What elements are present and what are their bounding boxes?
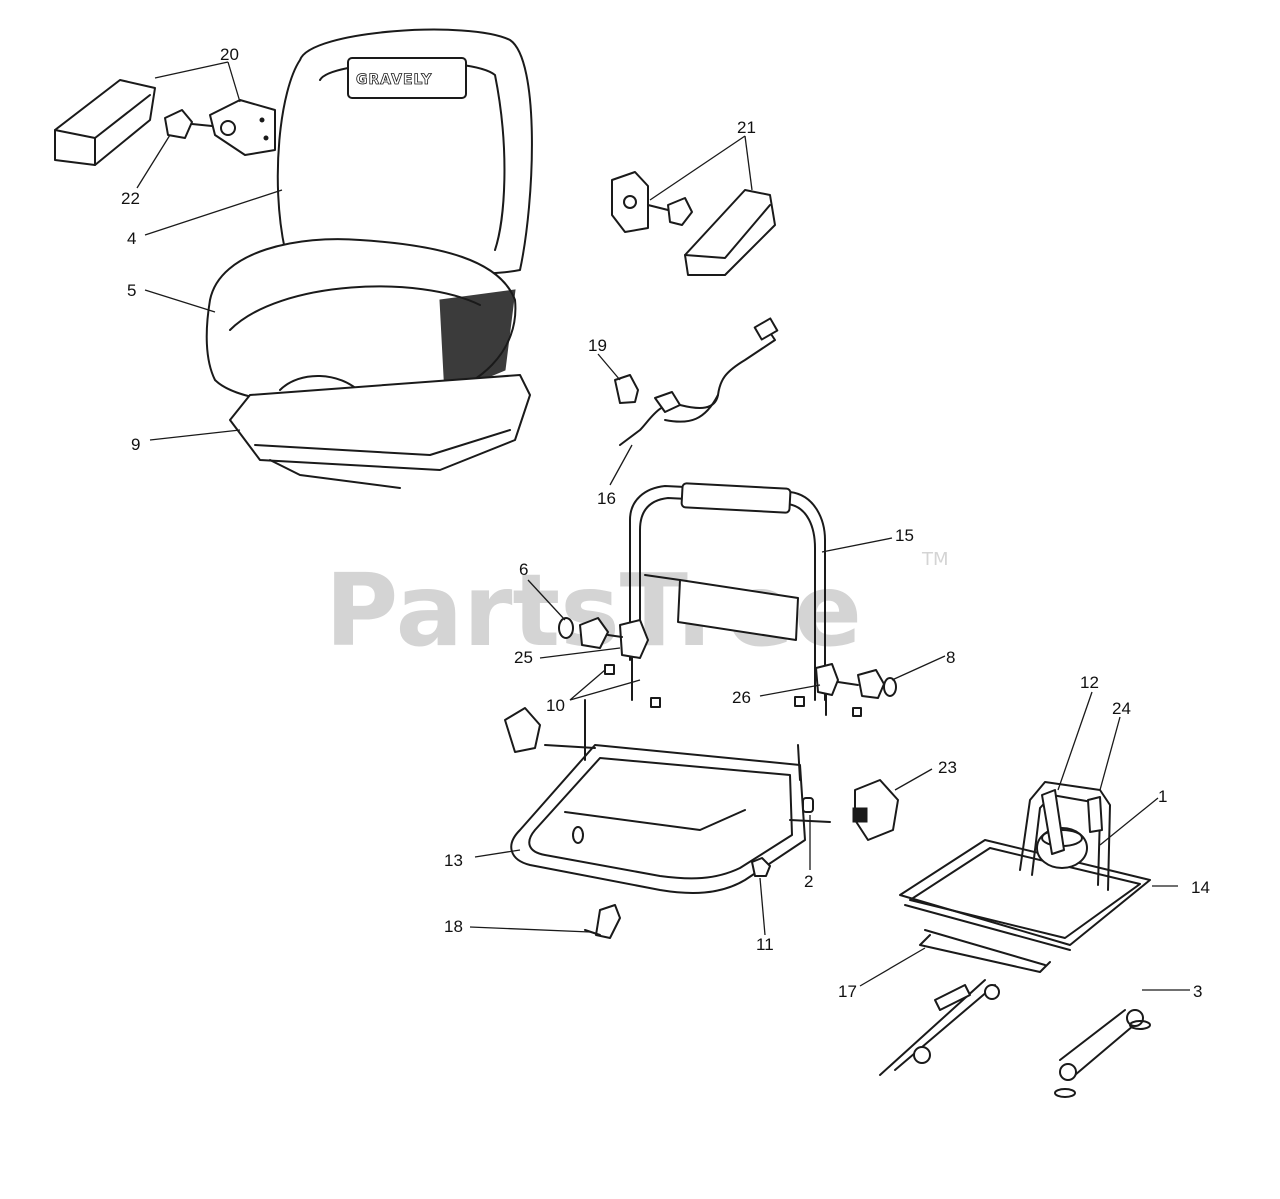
left-armrest-knob[interactable] (164, 109, 213, 139)
callout-3[interactable]: 3 (1193, 982, 1202, 1001)
left-pivot-bracket[interactable] (619, 619, 649, 701)
left-armrest[interactable] (54, 79, 156, 166)
callout-6[interactable]: 6 (519, 560, 528, 579)
callout-24[interactable]: 24 (1112, 699, 1131, 718)
seat-switch-harness[interactable] (619, 317, 779, 446)
callout-1[interactable]: 1 (1158, 787, 1167, 806)
callout-4[interactable]: 4 (127, 229, 136, 248)
right-armrest-knob[interactable] (667, 197, 693, 226)
left-seat-latch[interactable] (504, 707, 541, 753)
callout-13[interactable]: 13 (444, 851, 463, 870)
seat-back-frame[interactable] (629, 482, 826, 701)
callout-22[interactable]: 22 (121, 189, 140, 208)
callout-16[interactable]: 16 (597, 489, 616, 508)
callout-23[interactable]: 23 (938, 758, 957, 777)
left-armrest-bracket[interactable] (209, 99, 276, 156)
gravely-logo-text: GRAVELY (356, 72, 432, 88)
callout-20[interactable]: 20 (220, 45, 239, 64)
callout-9[interactable]: 9 (131, 435, 140, 454)
seat-backrest[interactable]: GRAVELY (276, 28, 533, 275)
right-armrest-bracket[interactable] (611, 171, 669, 233)
left-adjustment-knob[interactable] (579, 617, 623, 649)
right-adjustment-knob[interactable] (837, 669, 897, 699)
callout-26[interactable]: 26 (732, 688, 751, 707)
leader-lines (136, 61, 1190, 991)
slide-rail-right[interactable] (1054, 1009, 1151, 1098)
nut[interactable] (751, 857, 771, 877)
slide-rail-left[interactable] (879, 979, 1000, 1076)
callout-14[interactable]: 14 (1191, 878, 1210, 897)
seat-switch[interactable] (614, 374, 639, 404)
left-knob-cap[interactable] (558, 617, 574, 639)
seat-cushion[interactable] (205, 238, 517, 406)
gravely-logo-plate (347, 57, 467, 99)
callout-12[interactable]: 12 (1080, 673, 1099, 692)
callout-10[interactable]: 10 (546, 696, 565, 715)
callout-19[interactable]: 19 (588, 336, 607, 355)
seat-pan[interactable] (229, 374, 531, 489)
right-seat-latch[interactable] (852, 779, 899, 841)
bolts[interactable] (604, 664, 862, 717)
callout-2[interactable]: 2 (804, 872, 813, 891)
bushing[interactable] (802, 797, 814, 813)
callout-11[interactable]: 11 (756, 935, 774, 954)
callout-21[interactable]: 21 (737, 118, 756, 137)
callout-25[interactable]: 25 (514, 648, 533, 667)
callout-18[interactable]: 18 (444, 917, 463, 936)
clip[interactable] (584, 904, 621, 939)
callout-8[interactable]: 8 (946, 648, 955, 667)
lower-seat-frame[interactable] (510, 699, 831, 894)
right-armrest[interactable] (684, 189, 776, 276)
callout-5[interactable]: 5 (127, 281, 136, 300)
suspension-base[interactable] (899, 839, 1151, 973)
watermark-trademark: TM (921, 549, 949, 570)
shock-absorber[interactable] (1041, 789, 1103, 855)
callout-17[interactable]: 17 (838, 982, 857, 1001)
callout-labels: 20 22 4 5 9 21 19 16 15 6 25 10 8 26 12 … (121, 45, 1210, 1001)
callout-15[interactable]: 15 (895, 526, 914, 545)
right-pivot-bracket[interactable] (815, 663, 839, 716)
